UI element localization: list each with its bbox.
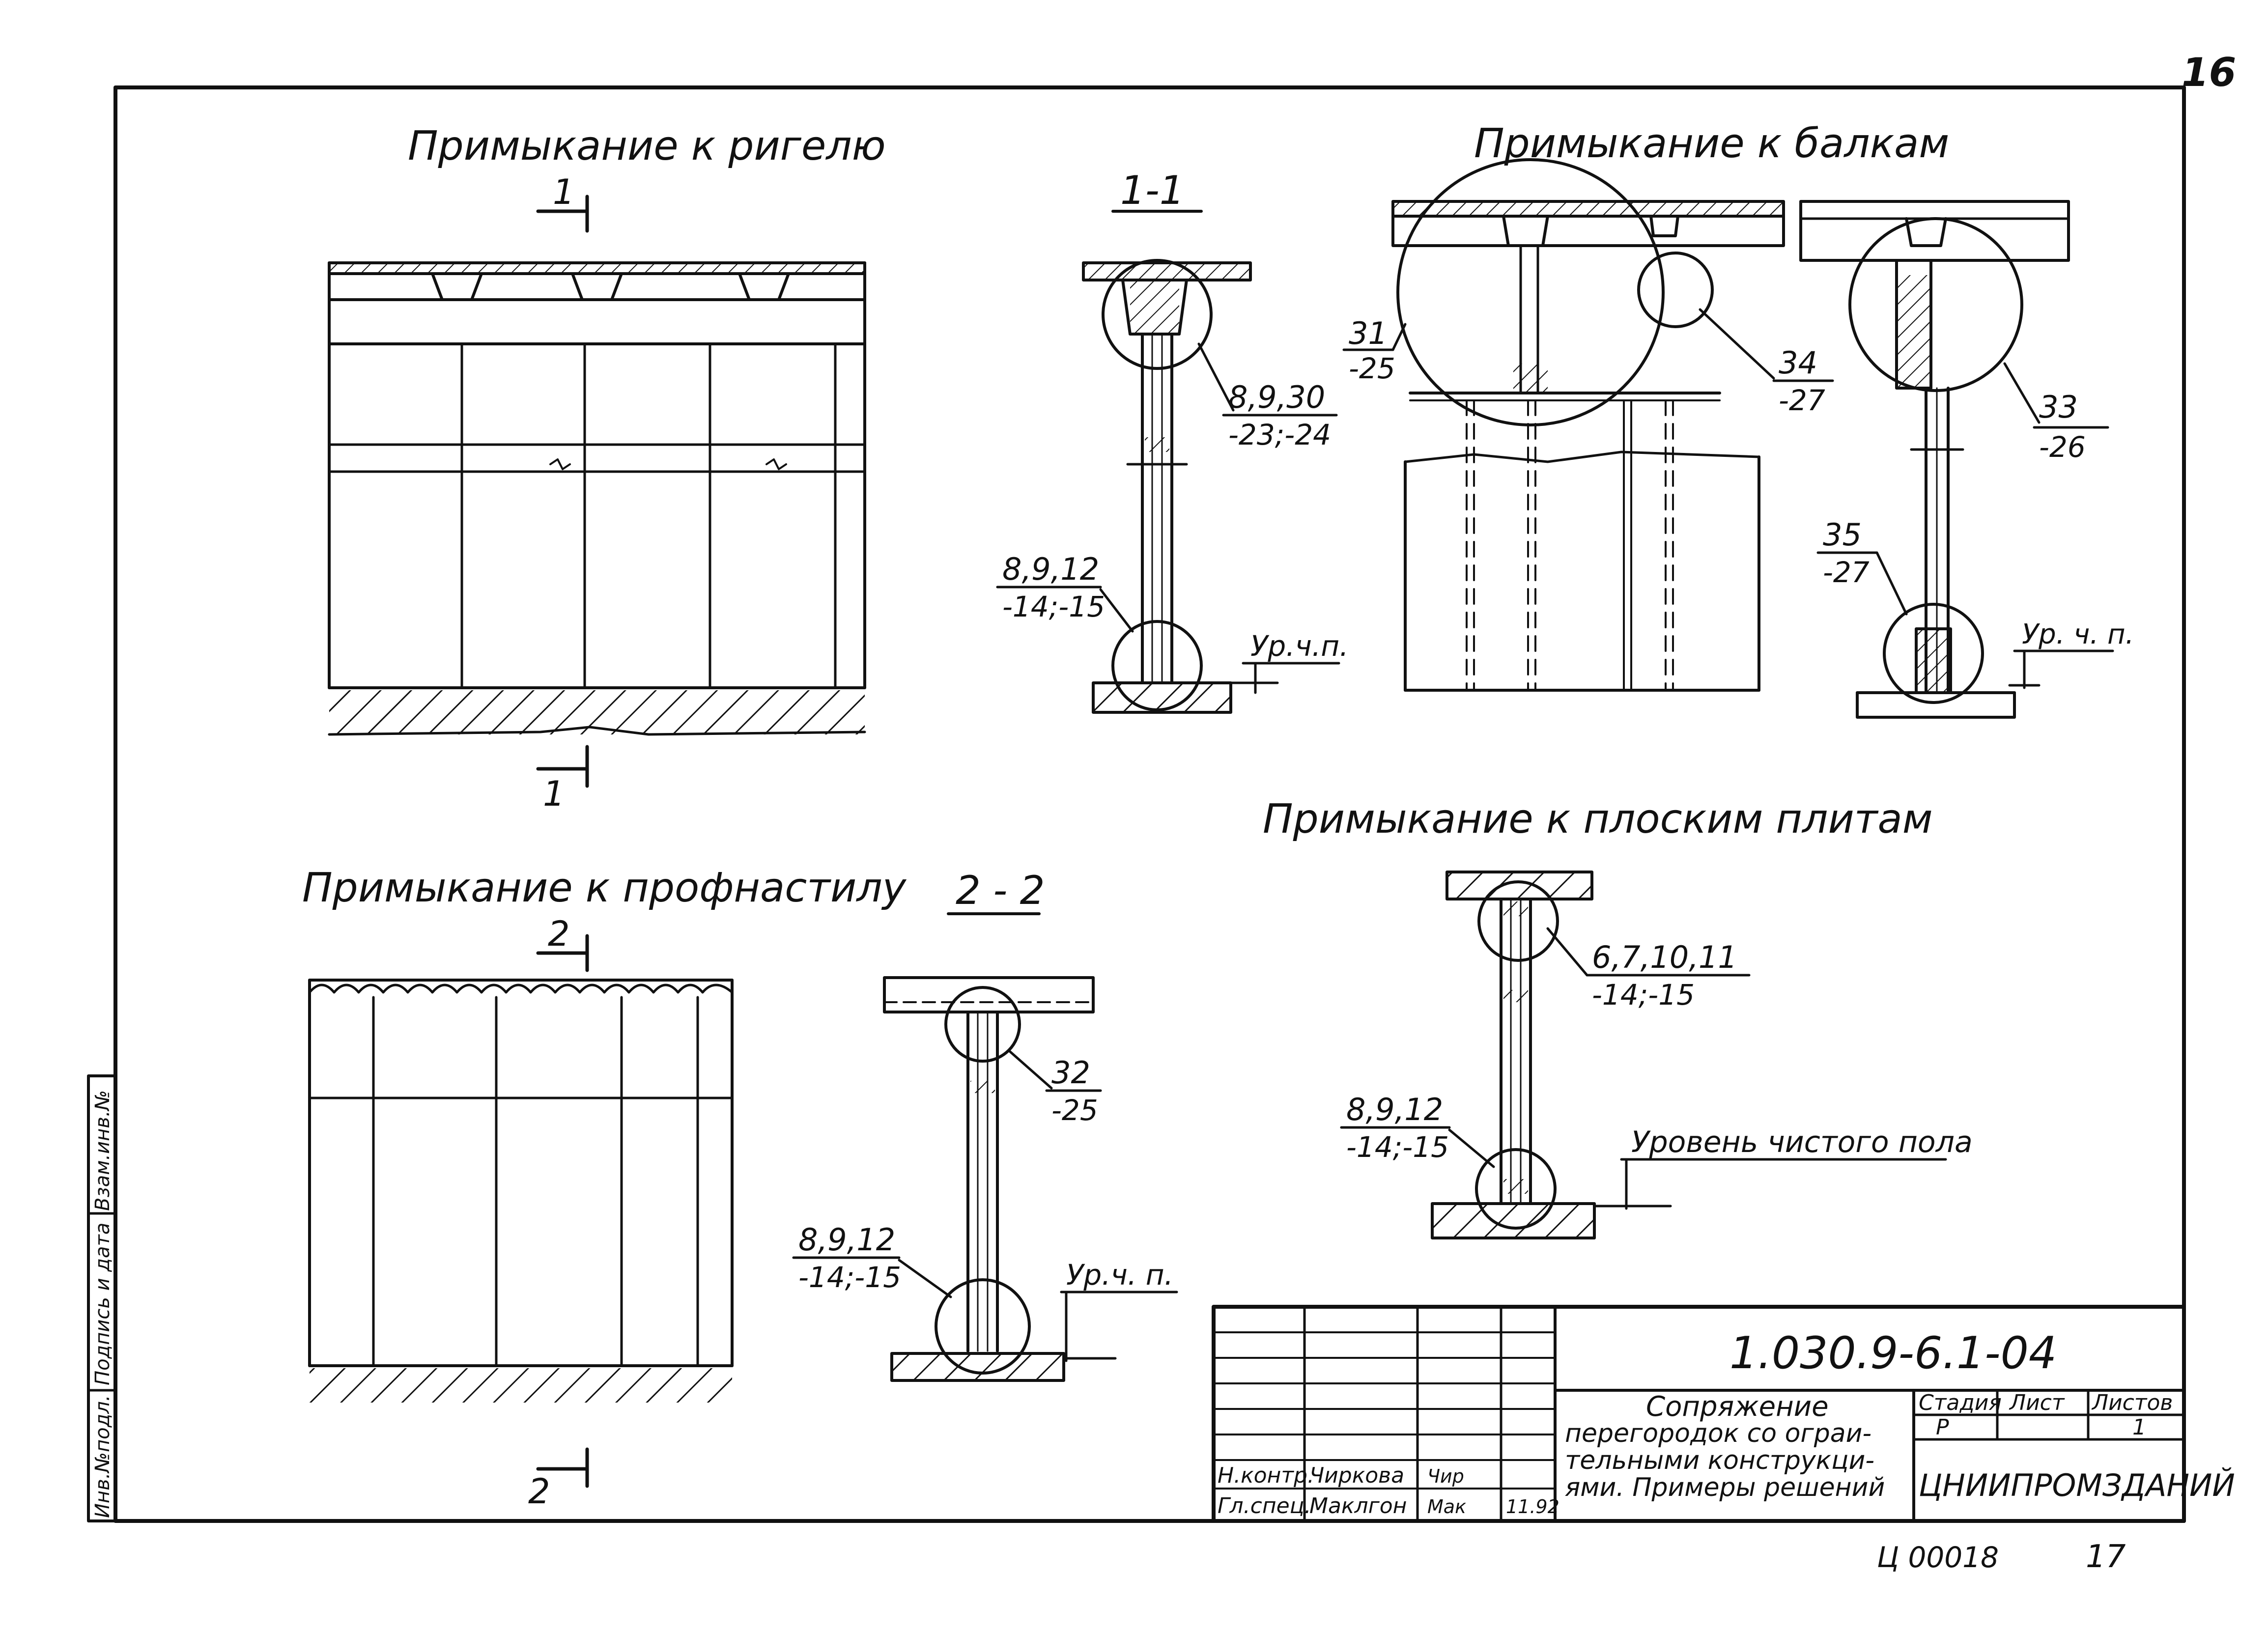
- row-sign-1: Чир: [1427, 1465, 1464, 1487]
- side-stamp-replacement: Взам.инв.№: [91, 1090, 114, 1211]
- callout-circle-bottom-3: [1475, 1148, 1557, 1230]
- view-profnastil-title: Примыкание к профнастилу: [302, 865, 907, 911]
- floor-level-label: Ур.ч.п.: [1250, 629, 1349, 663]
- stamp-code: Ц 00018: [1877, 1541, 1999, 1574]
- title-block: Н.контр. Чиркова Чир Гл.спец. Маклгон Ма…: [1212, 1305, 2235, 1523]
- view-beams: Примыкание к балкам 31 -25: [1342, 120, 1949, 692]
- callout-bottom-detail: -14;-15: [1002, 590, 1105, 623]
- cut-mark-bottom: 1: [543, 774, 565, 814]
- callout-circle-bottom-2: [935, 1278, 1031, 1375]
- side-stamp: Инв.№подл. Подпись и дата Взам.инв.№: [87, 1074, 117, 1522]
- callout-circle-top-3: [1477, 880, 1559, 962]
- callout-circle-top-2: [944, 986, 1021, 1063]
- floor-level-label-3: Уровень чистого пола: [1631, 1125, 1973, 1159]
- view-rigel-title: Примыкание к ригелю: [408, 123, 886, 169]
- title-line-1: Сопряжение: [1646, 1391, 1829, 1423]
- callout-top-3-number: 6,7,10,11: [1592, 939, 1737, 975]
- callout-circle-bottom-right: [1883, 603, 1984, 704]
- callout-bottom-3-detail: -14;-15: [1346, 1130, 1449, 1164]
- callout-top-number: 8,9,30: [1228, 379, 1325, 415]
- floor-level-label-right: Ур. ч. п.: [2022, 619, 2134, 650]
- callout-circle-mid: [1637, 252, 1714, 328]
- callout-bottom-number: 8,9,12: [1002, 551, 1099, 587]
- side-stamp-inventory: Инв.№подл.: [91, 1395, 114, 1518]
- callout-bottom-right-number: 35: [1823, 517, 1862, 553]
- view-beams-title: Примыкание к балкам: [1474, 120, 1949, 167]
- callout-circle-bottom: [1111, 620, 1203, 711]
- view-profnastil: Примыкание к профнастилу 2 2: [302, 865, 907, 1512]
- view-flat-slabs: Примыкание к плоским плитам 6,7,10,11 -1…: [1263, 796, 1973, 1239]
- row-name-2: Маклгон: [1309, 1493, 1407, 1519]
- beams-section: 33 -26 35 -27 Ур. ч. п.: [1799, 200, 2134, 719]
- drawing-frame: [113, 85, 2186, 1523]
- callout-bottom-right-detail: -27: [1823, 556, 1870, 589]
- callout-right-number: 33: [2039, 389, 2078, 425]
- callout-left-detail: -25: [1349, 352, 1395, 385]
- document-code: 1.030.9-6.1-04: [1729, 1327, 2057, 1379]
- row-name-1: Чиркова: [1309, 1463, 1404, 1488]
- title-line-4: ями. Примеры решений: [1565, 1473, 1885, 1502]
- row-role-1: Н.контр.: [1218, 1463, 1314, 1488]
- stage-value: Р: [1936, 1415, 1949, 1440]
- row-date-2: 11.92: [1506, 1496, 1559, 1518]
- view-rigel: Примыкание к ригелю 1 1: [328, 123, 886, 814]
- callout-top-2-detail: -25: [1051, 1094, 1098, 1127]
- sheets-value: 1: [2132, 1415, 2146, 1440]
- floor-level-label-2: Ур.ч. п.: [1066, 1258, 1173, 1292]
- callout-bottom-3-number: 8,9,12: [1346, 1092, 1443, 1127]
- title-line-2: перегородок со ограи-: [1565, 1419, 1871, 1448]
- view-flat-slabs-title: Примыкание к плоским плитам: [1263, 796, 1933, 843]
- callout-bottom-2-detail: -14;-15: [798, 1261, 901, 1294]
- section-2-2-title: 2 - 2: [956, 868, 1045, 913]
- organization: ЦНИИПРОМЗДАНИЙ: [1919, 1467, 2235, 1503]
- sheets-header: Листов: [2091, 1390, 2173, 1415]
- callout-circle-right: [1848, 217, 2023, 392]
- callout-top-detail: -23;-24: [1228, 418, 1331, 451]
- cut-mark-bottom-2: 2: [528, 1471, 550, 1512]
- callout-mid-detail: -27: [1779, 384, 1825, 417]
- stage-header: Стадия: [1919, 1390, 2002, 1415]
- section-2-2: 2 - 2 32 -25 8,9,12 -14;-15 Ур.ч. п.: [792, 868, 1178, 1382]
- callout-top-3-detail: -14;-15: [1592, 978, 1695, 1012]
- title-line-3: тельными конструкци-: [1565, 1446, 1874, 1475]
- side-stamp-signature: Подпись и дата: [91, 1223, 114, 1385]
- section-1-1: 1-1 8,9,30 -23;-24 8,9,12 -14;-15 Ур.ч.п…: [996, 168, 1349, 714]
- callout-mid-number: 34: [1779, 345, 1817, 381]
- callout-right-detail: -26: [2039, 430, 2086, 464]
- page-number: 16: [2182, 50, 2236, 95]
- stamp-number: 17: [2086, 1539, 2126, 1575]
- cut-mark-top: 1: [553, 172, 575, 212]
- row-role-2: Гл.спец.: [1218, 1493, 1311, 1519]
- row-sign-2: Мак: [1427, 1496, 1466, 1518]
- callout-bottom-2-number: 8,9,12: [798, 1222, 895, 1258]
- callout-left-number: 31: [1349, 315, 1388, 351]
- callout-top-2-number: 32: [1051, 1055, 1090, 1091]
- sheet-header: Лист: [2009, 1390, 2065, 1415]
- callout-circle-left: [1396, 158, 1665, 426]
- callout-circle-top: [1102, 259, 1213, 370]
- section-1-1-title: 1-1: [1120, 168, 1185, 213]
- cut-mark-top-2: 2: [548, 914, 570, 954]
